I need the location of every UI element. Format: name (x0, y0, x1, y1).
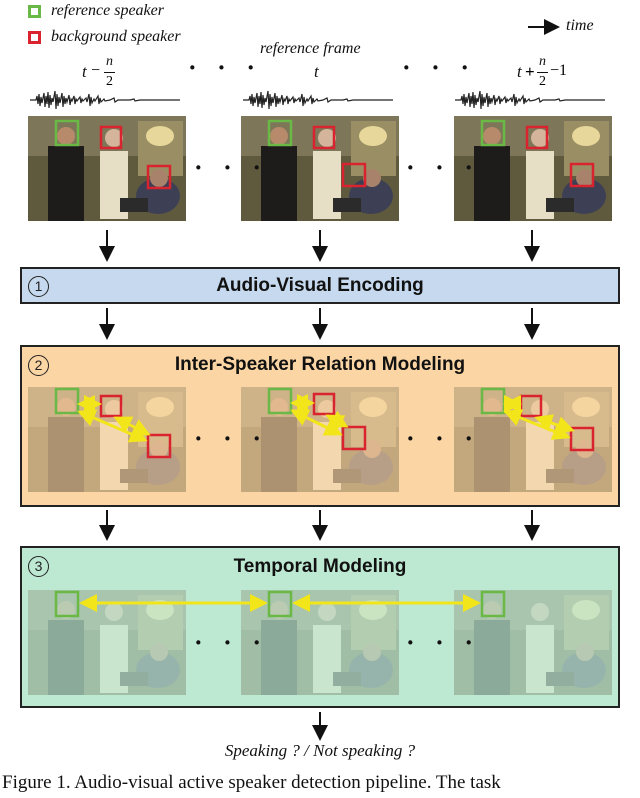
stage-title: Temporal Modeling (233, 556, 407, 577)
temporal-frame-left (28, 590, 186, 695)
stage-number-badge: 1 (28, 276, 49, 297)
ellipsis: · · · (194, 424, 269, 453)
figure-caption: Figure 1. Audio-visual active speaker de… (2, 772, 501, 793)
background-speaker-swatch (28, 31, 41, 44)
relation-frame-right (454, 387, 612, 492)
relation-frame-left (28, 387, 186, 492)
left-time-label: t − n 2 (82, 54, 115, 89)
top-ellipsis-left: · · · (188, 53, 263, 82)
video-frame-left (28, 116, 186, 221)
reference-frame-label: reference frame (260, 40, 361, 57)
ellipsis: · · · (406, 153, 481, 182)
output-label: Speaking ? / Not speaking ? (224, 741, 416, 760)
reference-speaker-swatch (28, 5, 41, 18)
stage-title: Audio-Visual Encoding (216, 275, 424, 296)
center-time-label: t (314, 62, 319, 81)
audio-waveform-center (242, 90, 394, 110)
right-time-label: t + n 2 −1 (517, 54, 568, 89)
ellipsis: · · · (194, 628, 269, 657)
stage-number-badge: 3 (28, 556, 49, 577)
background-speaker-label: background speaker (51, 28, 181, 45)
audio-waveform-left (29, 90, 181, 110)
time-label: time (566, 17, 594, 34)
video-frame-right (454, 116, 612, 221)
ellipsis: · · · (406, 628, 481, 657)
top-ellipsis-right: · · · (402, 53, 477, 82)
ellipsis: · · · (194, 153, 269, 182)
video-frame-center (241, 116, 399, 221)
audio-waveform-right (454, 90, 606, 110)
relation-frame-center (241, 387, 399, 492)
ellipsis: · · · (406, 424, 481, 453)
stage-title: Inter-Speaker Relation Modeling (174, 354, 466, 375)
reference-speaker-label: reference speaker (51, 2, 164, 19)
stage-number-badge: 2 (28, 355, 49, 376)
stage-audio-visual-encoding: 1 Audio-Visual Encoding (20, 267, 620, 304)
